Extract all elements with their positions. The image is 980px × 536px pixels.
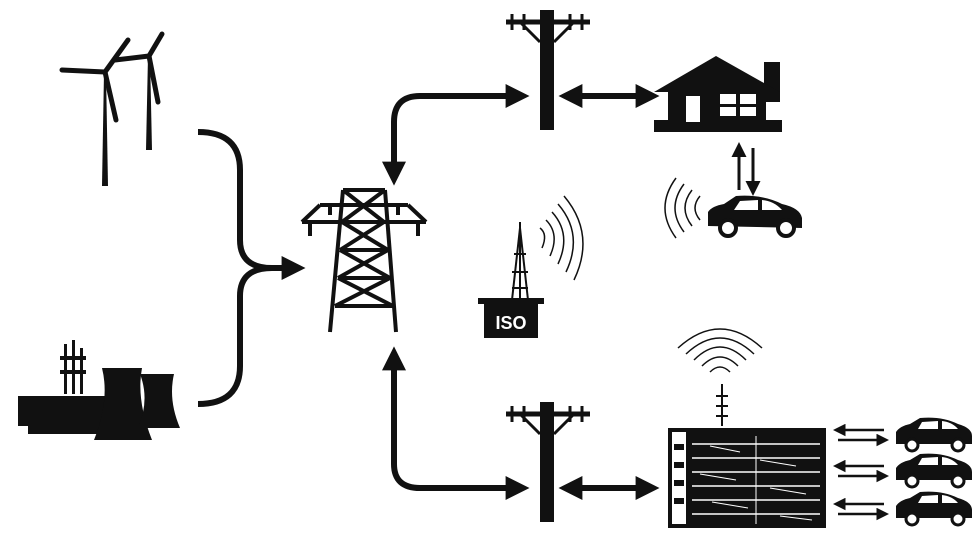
wireless-signal-icon: [664, 177, 701, 239]
utility-pole-icon: [506, 10, 590, 130]
tower-to-bottom-pole-arrow: [382, 346, 530, 500]
garage-wireless-signal-icon: [677, 328, 763, 373]
car-icon-garage-1: [896, 417, 972, 453]
iso-label: ISO: [495, 313, 526, 333]
transmission-tower-icon: [300, 188, 428, 333]
generation-merge-arrows: [197, 129, 306, 407]
garage-antenna-icon: [716, 384, 728, 426]
iso-antenna-icon: ISO: [478, 195, 584, 338]
house-icon: [654, 56, 782, 132]
wind-turbines-icon: [59, 31, 165, 186]
house-car-arrows: [731, 142, 761, 196]
parking-garage-icon: [668, 428, 826, 528]
car-icon-garage-3: [896, 491, 972, 527]
car-icon-garage-2: [896, 453, 972, 489]
garage-car-arrows: [833, 423, 889, 521]
utility-pole-icon-bottom: [506, 402, 590, 522]
tower-to-top-pole-arrow: [382, 84, 530, 186]
car-icon: [708, 195, 802, 238]
power-plant-icon: [18, 340, 180, 440]
